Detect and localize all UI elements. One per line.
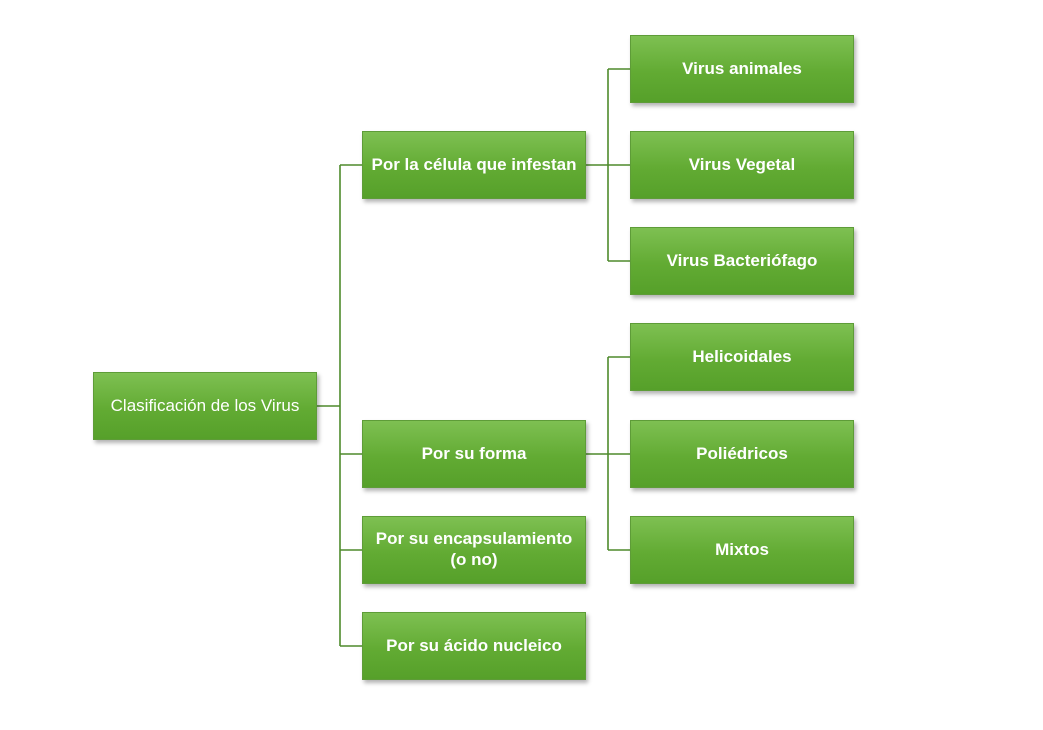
leaf-label-mixtos: Mixtos	[715, 539, 769, 559]
category-label-celula: Por la célula que infestan	[371, 154, 577, 174]
category-node-acido-nucleico: Por su ácido nucleico	[362, 612, 586, 680]
root-label: Clasificación de los Virus	[110, 395, 300, 415]
leaf-node-virus-bacteriofago: Virus Bacteriófago	[630, 227, 854, 295]
leaf-label-virus-bacteriofago: Virus Bacteriófago	[666, 250, 818, 270]
leaf-label-poliedricos: Poliédricos	[696, 443, 788, 463]
category-node-celula: Por la célula que infestan	[362, 131, 586, 199]
leaf-label-virus-animales: Virus animales	[682, 58, 802, 78]
leaf-label-helicoidales: Helicoidales	[692, 346, 792, 366]
leaf-node-virus-vegetal: Virus Vegetal	[630, 131, 854, 199]
leaf-node-poliedricos: Poliédricos	[630, 420, 854, 488]
category-label-acido-nucleico: Por su ácido nucleico	[386, 635, 562, 655]
category-node-encapsulamiento: Por su encapsulamiento (o no)	[362, 516, 586, 584]
root-node: Clasificación de los Virus	[93, 372, 317, 440]
leaf-node-virus-animales: Virus animales	[630, 35, 854, 103]
leaf-node-helicoidales: Helicoidales	[630, 323, 854, 391]
category-label-encapsulamiento: Por su encapsulamiento (o no)	[375, 529, 573, 569]
category-node-forma: Por su forma	[362, 420, 586, 488]
category-label-forma: Por su forma	[421, 443, 527, 463]
leaf-label-virus-vegetal: Virus Vegetal	[688, 154, 796, 174]
leaf-node-mixtos: Mixtos	[630, 516, 854, 584]
